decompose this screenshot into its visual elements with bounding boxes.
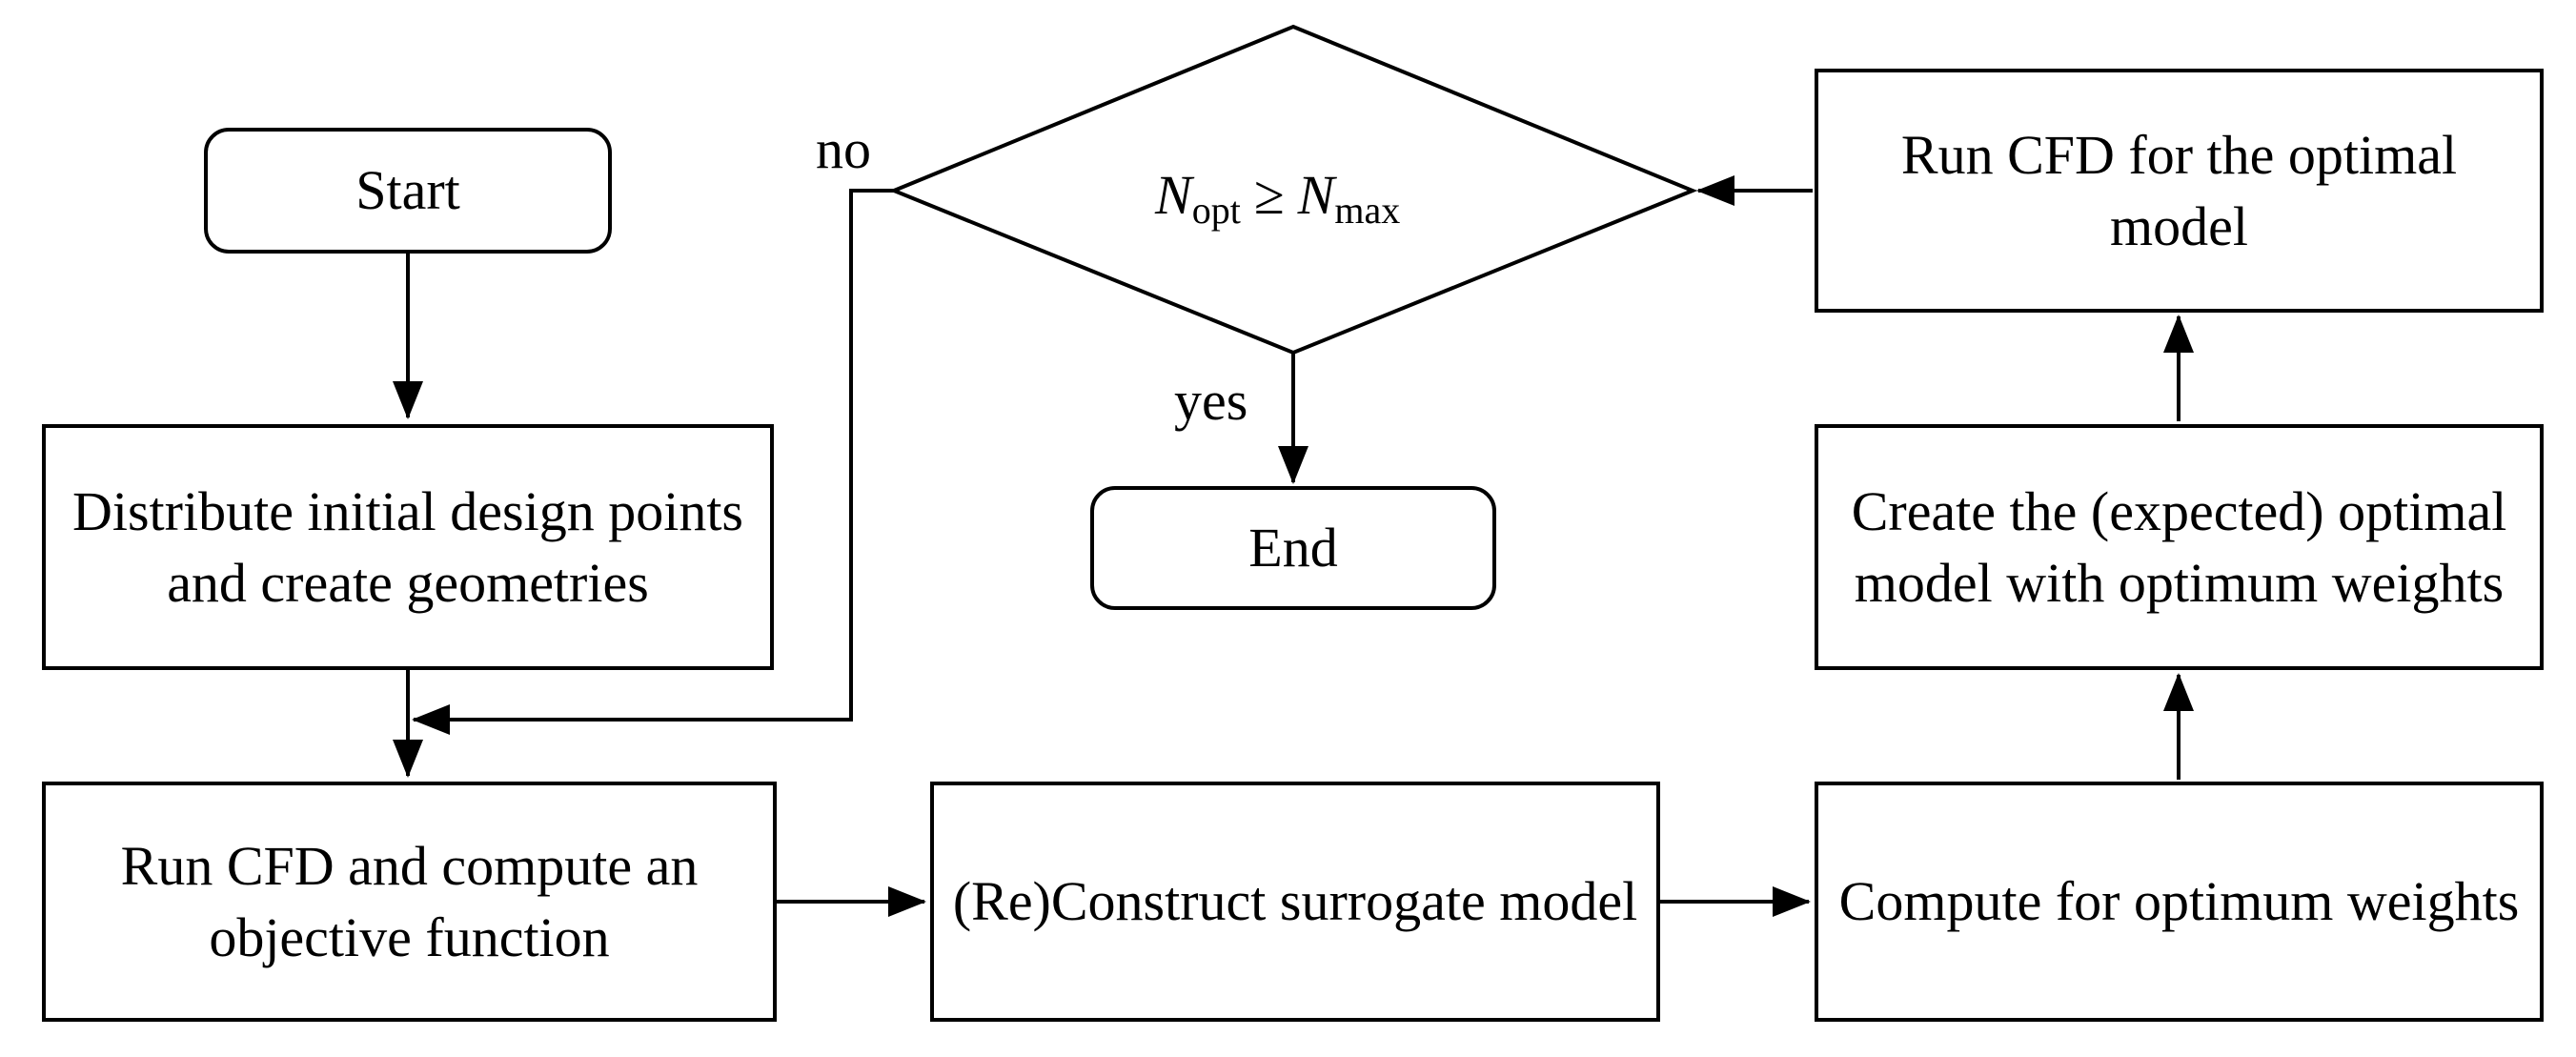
start-label: Start (355, 159, 460, 222)
edge-label-yes: yes (1174, 370, 1248, 432)
decision-lhs-symbol: N (1155, 164, 1192, 226)
run-cfd-optimal-node: Run CFD for the optimal model (1815, 69, 2544, 313)
reconstruct-node: (Re)Construct surrogate model (930, 782, 1660, 1022)
distribute-node: Distribute initial design points and cre… (42, 424, 774, 670)
end-node: End (1090, 486, 1496, 610)
distribute-label: Distribute initial design points and cre… (71, 479, 743, 614)
run-cfd-node: Run CFD and compute an objective functio… (42, 782, 777, 1022)
reconstruct-label: (Re)Construct surrogate model (952, 870, 1638, 933)
decision-operator: ≥ (1253, 164, 1285, 226)
edge-decision-no-loop (412, 189, 894, 735)
decision-rhs-subscript: max (1334, 189, 1401, 232)
run-cfd-label: Run CFD and compute an objective functio… (120, 834, 699, 968)
decision-lhs-subscript: opt (1191, 189, 1241, 232)
create-model-node: Create the (expected) optimal model with… (1815, 424, 2544, 670)
edge-label-no: no (816, 118, 871, 180)
compute-weights-label: Compute for optimum weights (1838, 870, 2520, 933)
decision-rhs-symbol: N (1297, 164, 1335, 226)
create-model-label: Create the (expected) optimal model with… (1851, 479, 2507, 614)
run-cfd-optimal-label: Run CFD for the optimal model (1900, 123, 2458, 257)
start-node: Start (204, 128, 612, 254)
end-label: End (1248, 517, 1338, 579)
compute-weights-node: Compute for optimum weights (1815, 782, 2544, 1022)
